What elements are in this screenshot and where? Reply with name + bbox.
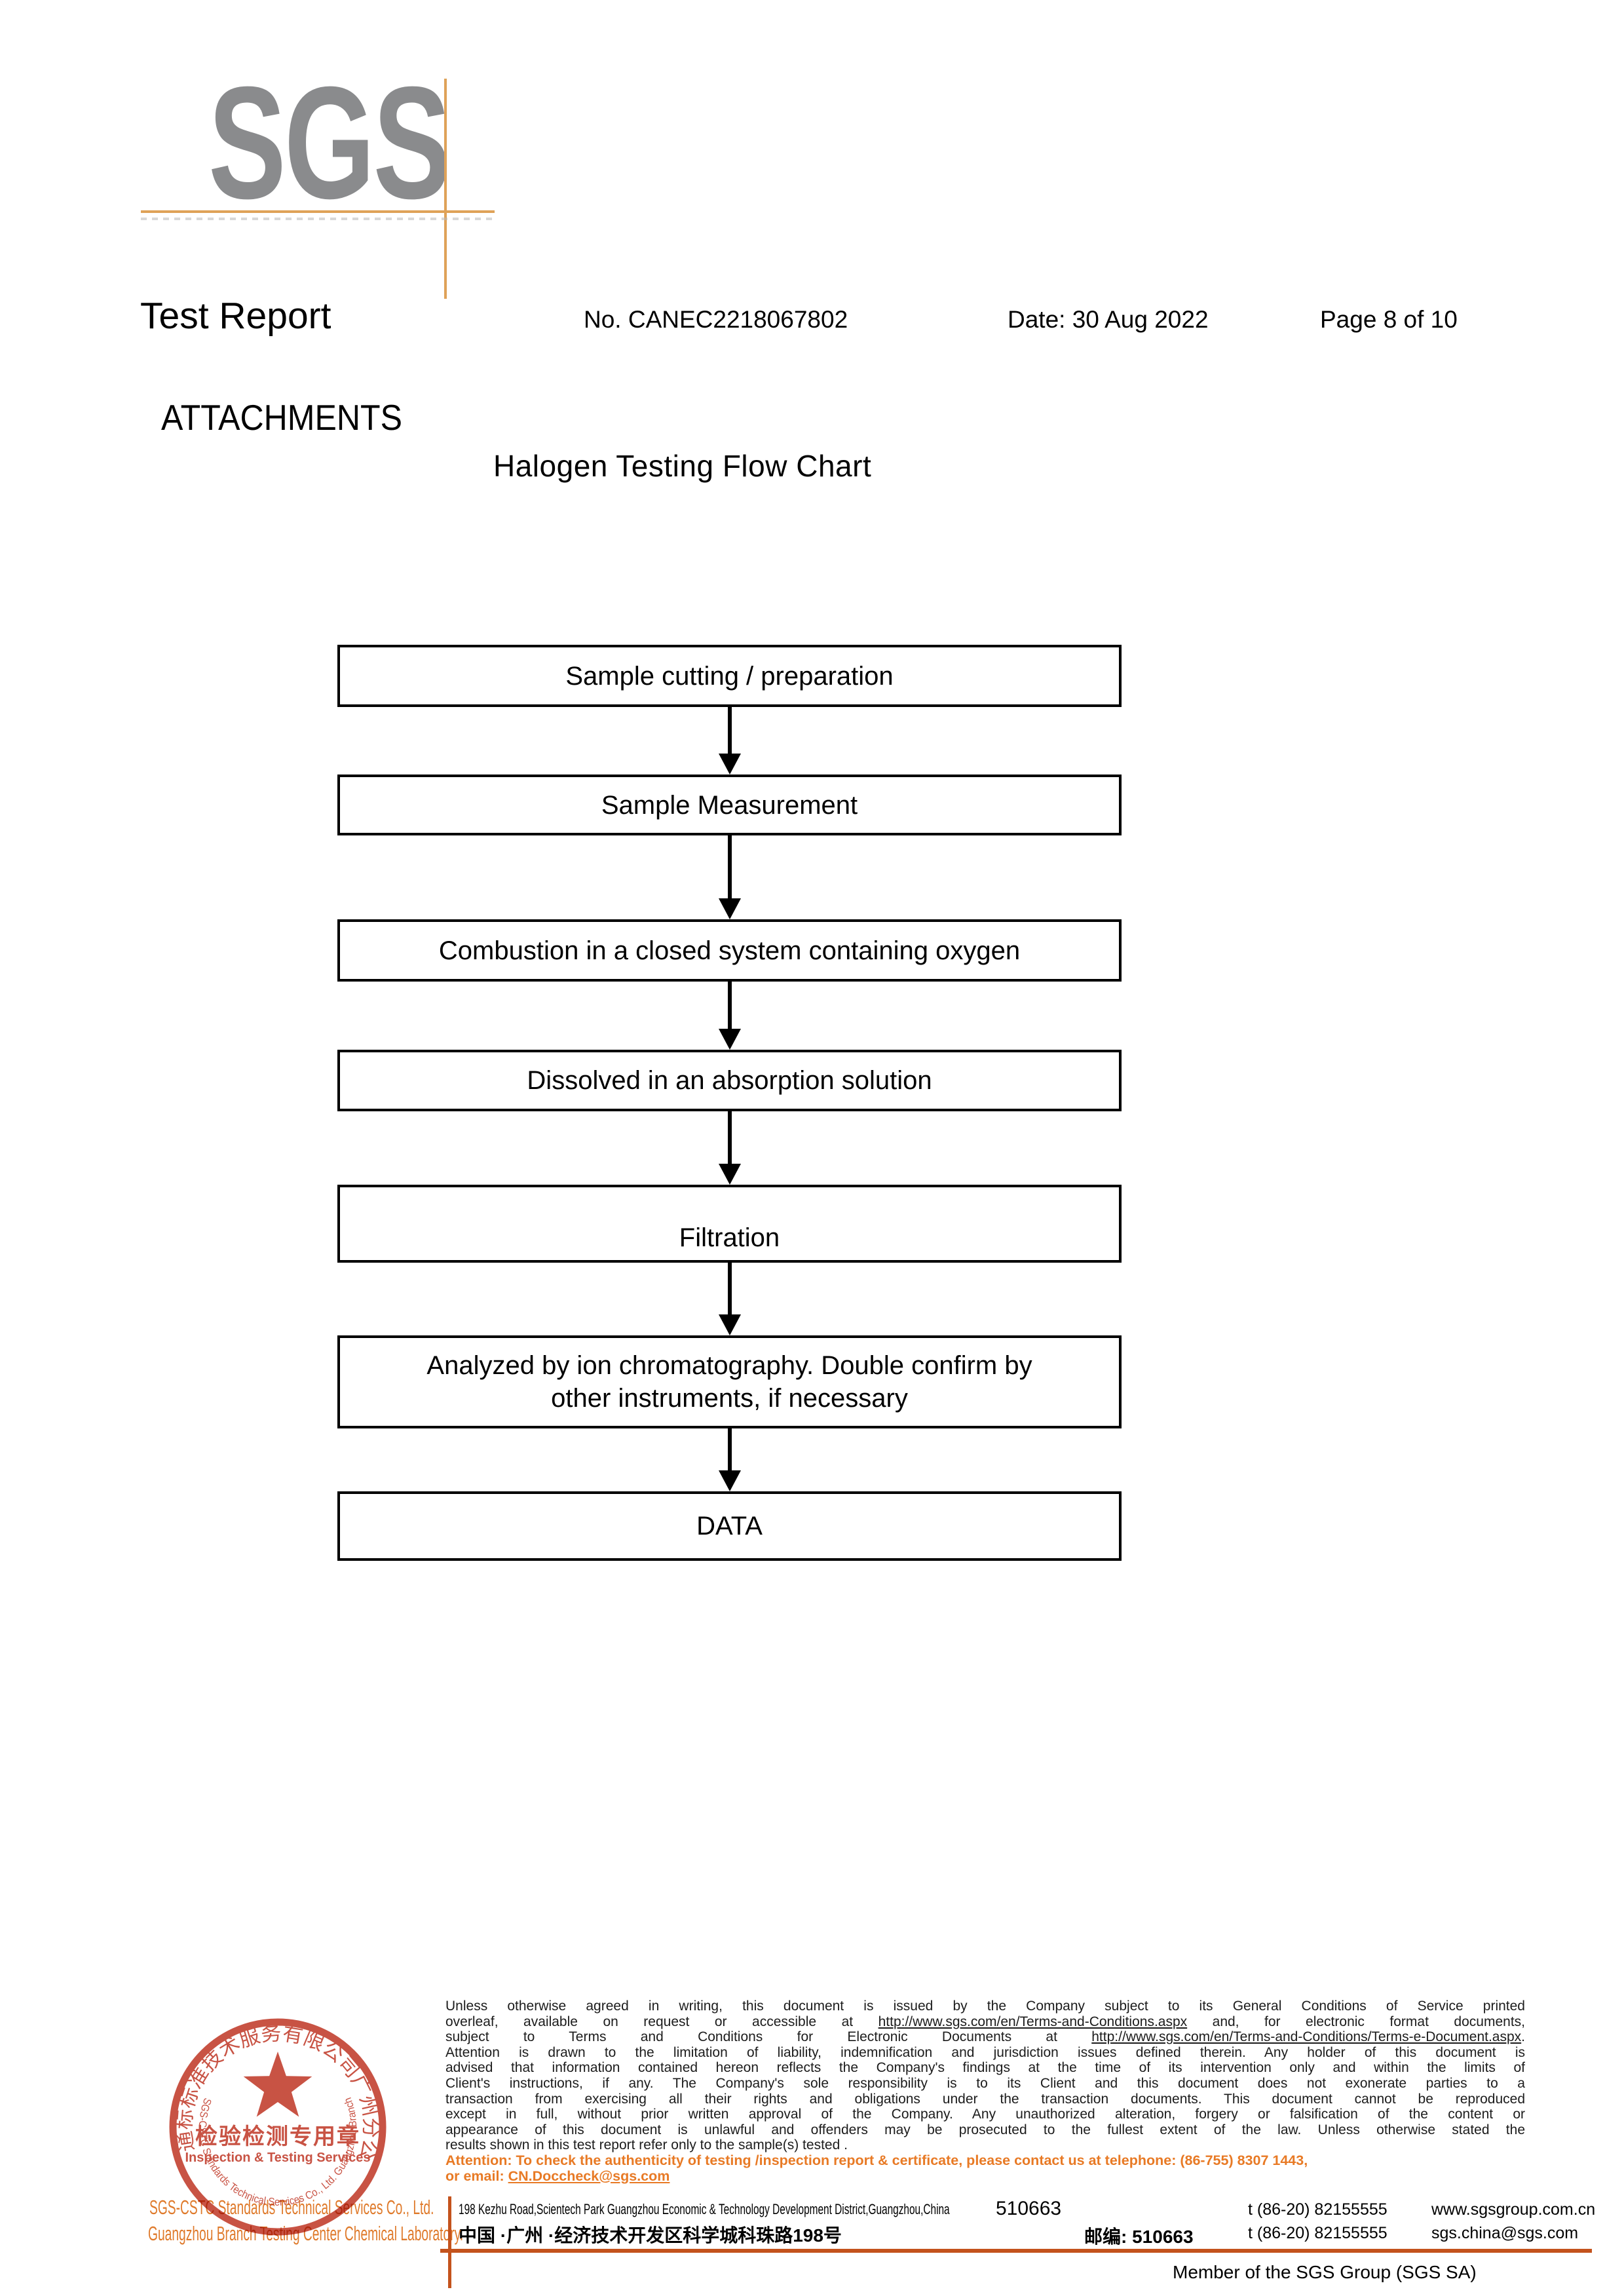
arrow-head-icon [719,1029,741,1050]
arrow-shaft [728,835,732,901]
legal-line: transaction from exercising all their ri… [445,2091,1525,2107]
flow-step-label: Sample cutting / preparation [565,661,894,691]
flow-arrow-5 [718,1263,742,1335]
flow-step-sample-cutting: Sample cutting / preparation [337,645,1122,707]
address-divider-bar [448,2196,451,2288]
page-title: Test Report [140,295,331,337]
report-number: No. CANEC2218067802 [584,306,848,333]
flow-step-label: Analyzed by ion chromatography. Double c… [426,1351,1032,1413]
postal-code: 510663 [996,2198,1062,2219]
terms-link[interactable]: http://www.sgs.com/en/Terms-and-Conditio… [878,2014,1188,2029]
doccheck-email-link[interactable]: CN.Doccheck@sgs.com [508,2168,670,2184]
flow-step-dissolved: Dissolved in an absorption solution [337,1050,1122,1111]
flow-step-label: Combustion in a closed system containing… [438,936,1021,965]
flow-arrow-3 [718,982,742,1050]
flow-step-data: DATA [337,1491,1122,1561]
page-indicator: Page 8 of 10 [1320,306,1458,333]
address-chinese: 中国 ·广州 ·经济技术开发区科学城科珠路198号 [459,2225,842,2246]
legal-line: Client's instructions, if any. The Compa… [445,2075,1525,2091]
arrow-shaft [728,1111,732,1166]
arrow-head-icon [719,754,741,775]
legal-line: Unless otherwise agreed in writing, this… [445,1999,1525,2014]
member-line: Member of the SGS Group (SGS SA) [1173,2262,1477,2282]
flow-step-label: Sample Measurement [601,790,858,820]
inspection-seal: 通标标准技术服务有限公司广州分公司 SGS-CSTC Standards Tec… [162,2009,387,2236]
sgs-logo: SGS [208,53,451,232]
flow-arrow-1 [718,707,742,775]
sgs-website-link[interactable]: www.sgsgroup.com.cn [1431,2200,1596,2219]
legal-line: except in full, without prior written ap… [445,2107,1525,2122]
logo-crosshair-horizontal [141,210,495,213]
seal-star-icon [243,2052,312,2117]
logo-crosshair-vertical [444,79,447,299]
arrow-head-icon [719,1164,741,1185]
arrow-shaft [728,1428,732,1473]
terms-e-document-link[interactable]: http://www.sgs.com/en/Terms-and-Conditio… [1091,2029,1522,2045]
flow-step-label: Dissolved in an absorption solution [527,1066,932,1095]
attention-line: Attention: To check the authenticity of … [445,2152,1308,2168]
legal-line: overleaf, available on request or access… [445,2014,1525,2029]
arrow-shaft [728,1263,732,1317]
seal-center-chinese: 检验检测专用章 [195,2124,360,2149]
attachments-heading: ATTACHMENTS [161,397,402,438]
flow-step-sample-measurement: Sample Measurement [337,775,1122,835]
flow-step-analyzed: Analyzed by ion chromatography. Double c… [337,1335,1122,1428]
postal-code-chinese: 邮编: 510663 [1084,2227,1194,2247]
seal-ring [169,2018,387,2236]
legal-line: subject to Terms and Conditions for Elec… [445,2029,1525,2045]
legal-line: advised that information contained hereo… [445,2060,1525,2076]
flow-arrow-6 [718,1428,742,1491]
legal-disclaimer: Unless otherwise agreed in writing, this… [445,1999,1525,2184]
address-english: 198 Kezhu Road,Scientech Park Guangzhou … [459,2201,950,2217]
arrow-head-icon [719,1470,741,1491]
flow-step-label: Filtration [679,1223,780,1252]
legal-line: results shown in this test report refer … [445,2137,848,2153]
flowchart-title: Halogen Testing Flow Chart [493,449,872,483]
flow-step-combustion: Combustion in a closed system containing… [337,919,1122,982]
sgs-email-link[interactable]: sgs.china@sgs.com [1431,2224,1579,2242]
arrow-shaft [728,707,732,756]
flow-arrow-4 [718,1111,742,1185]
arrow-head-icon [719,898,741,919]
legal-line: appearance of this document is unlawful … [445,2122,1525,2137]
company-name-line: SGS-CSTC Standards Technical Services Co… [149,2196,434,2219]
footer-rule [440,2249,1592,2253]
flow-step-filtration: Filtration [337,1185,1122,1263]
flow-step-label: DATA [696,1512,763,1540]
legal-line: Attention is drawn to the limitation of … [445,2044,1525,2060]
flow-arrow-2 [718,835,742,919]
report-date: Date: 30 Aug 2022 [1008,306,1209,333]
attention-line: or email: CN.Doccheck@sgs.com [445,2168,670,2184]
phone-number: t (86-20) 82155555 [1248,2224,1388,2242]
phone-number: t (86-20) 82155555 [1248,2200,1388,2219]
logo-ghost-line [141,218,495,220]
arrow-shaft [728,982,732,1031]
arrow-head-icon [719,1314,741,1335]
seal-center-english: Inspection & Testing Services [185,2151,370,2165]
